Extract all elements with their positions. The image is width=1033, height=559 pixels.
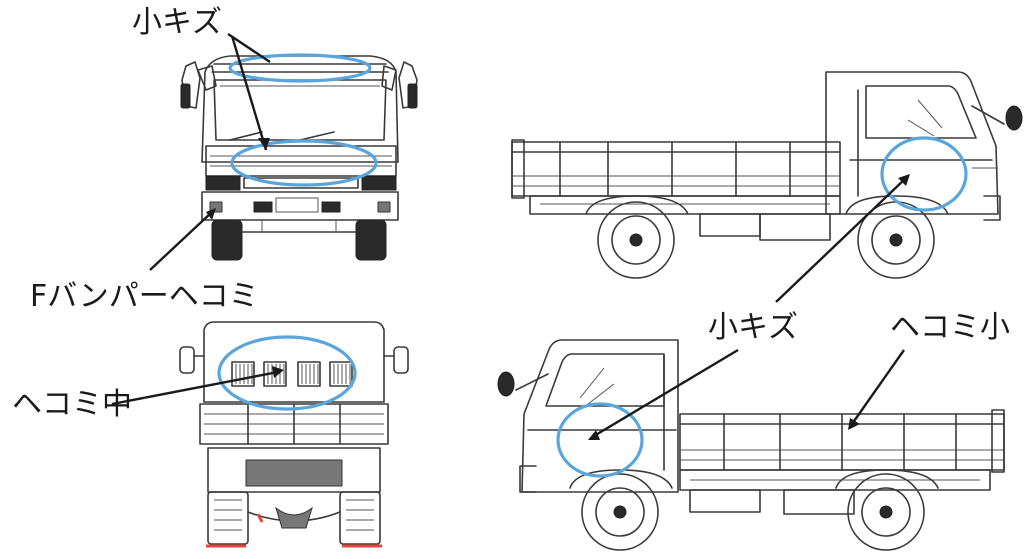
label-side-dent: ヘコミ小: [890, 310, 1010, 345]
label-top-scratch: 小キズ: [132, 5, 222, 40]
highlight-side-right-oval: [880, 136, 968, 212]
truck-front-view: [180, 55, 418, 261]
highlight-roof-oval: [228, 53, 372, 83]
highlight-side-left-oval: [556, 402, 644, 478]
label-side-scratch: 小キズ: [708, 310, 798, 345]
truck-side-view-right: [511, 71, 1023, 279]
damage-highlights: [217, 53, 968, 478]
label-rear-dent: ヘコミ中: [12, 387, 132, 422]
highlight-rear-oval: [217, 335, 357, 411]
label-front-bumper-dent: Fバンパーヘコミ: [30, 279, 259, 314]
highlight-grille-oval: [230, 139, 378, 187]
truck-rear-view: [179, 321, 409, 548]
annotation-arrows: [111, 33, 910, 440]
truck-side-view-left: [497, 339, 1005, 551]
